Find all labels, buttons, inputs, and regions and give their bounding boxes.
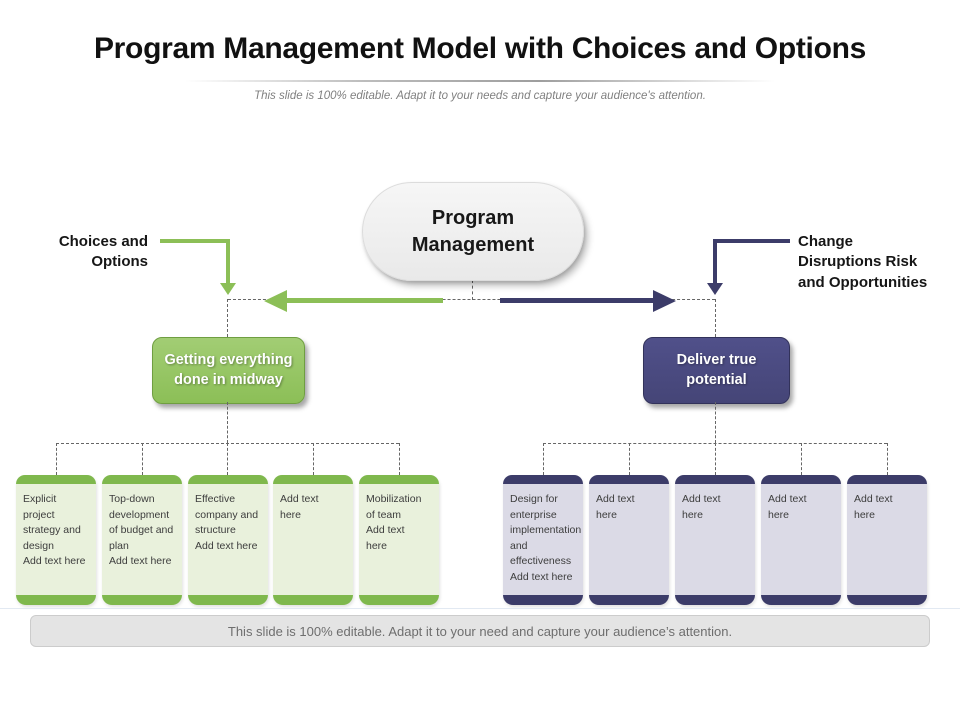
child-cap: [16, 595, 96, 605]
left-label-arrowhead-icon: [220, 283, 236, 295]
child-body: Design for enterprise implementation and…: [503, 484, 583, 595]
child-cap: [675, 475, 755, 484]
child-cap: [503, 475, 583, 484]
child-body: Add text here: [761, 484, 841, 595]
child-body: Add text here: [847, 484, 927, 595]
left-label-connector-h: [160, 239, 230, 243]
right-label-connector-h: [713, 239, 790, 243]
left-tree-drop-dash: [399, 443, 400, 475]
right-tree-drop-dash: [715, 443, 716, 475]
child-cap: [761, 595, 841, 605]
child-body: Add text here: [589, 484, 669, 595]
child-cap: [102, 595, 182, 605]
child-cap: [503, 595, 583, 605]
right-label-arrowhead-icon: [707, 283, 723, 295]
child-body: Add text here: [273, 484, 353, 595]
child-box-left-2: Top-down development of budget and plan …: [102, 475, 182, 605]
subtitle-note: This slide is 100% editable. Adapt it to…: [254, 90, 706, 102]
left-tree-drop-dash: [142, 443, 143, 475]
child-text: Add text here: [682, 493, 721, 521]
child-cap: [589, 475, 669, 484]
child-cap: [188, 475, 268, 484]
child-box-right-5: Add text here: [847, 475, 927, 605]
green-arrow-shaft: [286, 298, 443, 303]
child-text: Explicit project strategy and design Add…: [23, 493, 86, 567]
center-drop-dash: [472, 280, 473, 300]
child-text: Add text here: [854, 493, 893, 521]
title-divider: [185, 80, 775, 82]
page-title: Program Management Model with Choices an…: [93, 32, 867, 65]
left-label-connector-v: [226, 239, 230, 283]
child-text: Add text here: [596, 493, 635, 521]
child-body: Mobilization of team Add text here: [359, 484, 439, 595]
child-cap: [589, 595, 669, 605]
child-box-left-1: Explicit project strategy and design Add…: [16, 475, 96, 605]
child-text: Design for enterprise implementation and…: [510, 493, 582, 583]
child-text: Mobilization of team Add text here: [366, 493, 422, 552]
child-cap: [16, 475, 96, 484]
child-body: Effective company and structure Add text…: [188, 484, 268, 595]
left-node-drop-dash: [227, 299, 228, 337]
child-box-left-3: Effective company and structure Add text…: [188, 475, 268, 605]
right-tree-drop-dash: [801, 443, 802, 475]
child-box-right-3: Add text here: [675, 475, 755, 605]
left-tree-drop-dash: [227, 443, 228, 475]
child-body: Explicit project strategy and design Add…: [16, 484, 96, 595]
child-box-right-2: Add text here: [589, 475, 669, 605]
left-branch-node: Getting everything done in midway: [152, 337, 305, 404]
child-cap: [847, 475, 927, 484]
child-body: Add text here: [675, 484, 755, 595]
right-label-connector-v: [713, 239, 717, 283]
child-cap: [273, 475, 353, 484]
navy-arrow-head-icon: [653, 290, 676, 312]
footer-note: This slide is 100% editable. Adapt it to…: [30, 615, 930, 647]
left-tree-drop-dash: [56, 443, 57, 475]
child-cap: [188, 595, 268, 605]
child-cap: [273, 595, 353, 605]
child-body: Top-down development of budget and plan …: [102, 484, 182, 595]
child-text: Add text here: [768, 493, 807, 521]
child-box-left-4: Add text here: [273, 475, 353, 605]
child-cap: [675, 595, 755, 605]
right-tree-drop-dash: [543, 443, 544, 475]
right-branch-node: Deliver true potential: [643, 337, 790, 404]
choices-options-label: Choices and Options: [58, 233, 148, 271]
child-text: Effective company and structure Add text…: [195, 493, 259, 552]
child-box-right-1: Design for enterprise implementation and…: [503, 475, 583, 605]
child-text: Add text here: [280, 493, 319, 521]
child-cap: [102, 475, 182, 484]
left-tree-drop-dash: [313, 443, 314, 475]
child-box-left-5: Mobilization of team Add text here: [359, 475, 439, 605]
child-text: Top-down development of budget and plan …: [109, 493, 174, 567]
child-cap: [761, 475, 841, 484]
child-cap: [359, 475, 439, 484]
left-tree-stem-dash: [227, 402, 228, 443]
child-box-right-4: Add text here: [761, 475, 841, 605]
navy-arrow-shaft: [500, 298, 654, 303]
green-arrow-head-icon: [264, 290, 287, 312]
right-tree-stem-dash: [715, 402, 716, 443]
child-cap: [359, 595, 439, 605]
right-node-drop-dash: [715, 299, 716, 337]
change-disruptions-label: Change Disruptions Risk and Opportunitie…: [798, 233, 928, 291]
center-horizontal-dash: [228, 299, 715, 300]
right-tree-drop-dash: [629, 443, 630, 475]
program-management-node: Program Management: [362, 182, 584, 281]
footer-divider: [0, 608, 960, 609]
right-tree-drop-dash: [887, 443, 888, 475]
child-cap: [847, 595, 927, 605]
